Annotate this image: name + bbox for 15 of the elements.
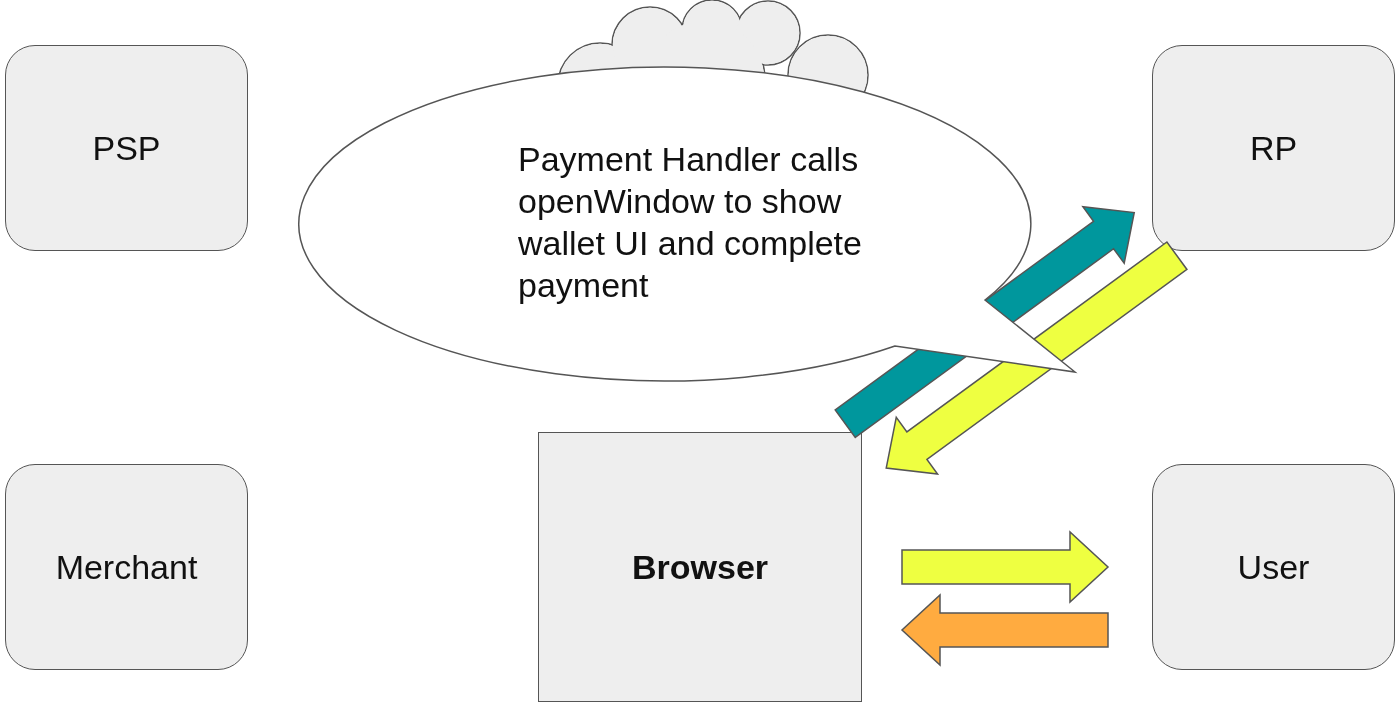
- rounded-box: [1152, 464, 1395, 670]
- speech-bubble: [297, 68, 1077, 384]
- node-label: PSP: [92, 128, 161, 168]
- node-label: User: [1237, 547, 1310, 587]
- node-label: Browser: [631, 547, 769, 587]
- callout-text: Payment Handler calls openWindow to show wallet UI and complete payment: [518, 139, 863, 307]
- rounded-box: [5, 45, 248, 251]
- node-label: Merchant: [55, 547, 198, 587]
- block-arrow: [901, 530, 1110, 604]
- block-arrow: [885, 240, 1188, 475]
- rounded-box: [1152, 45, 1395, 251]
- rounded-box: [538, 432, 862, 702]
- block-arrow: [900, 593, 1109, 667]
- node-label: RP: [1249, 128, 1298, 168]
- rounded-box: [5, 464, 248, 670]
